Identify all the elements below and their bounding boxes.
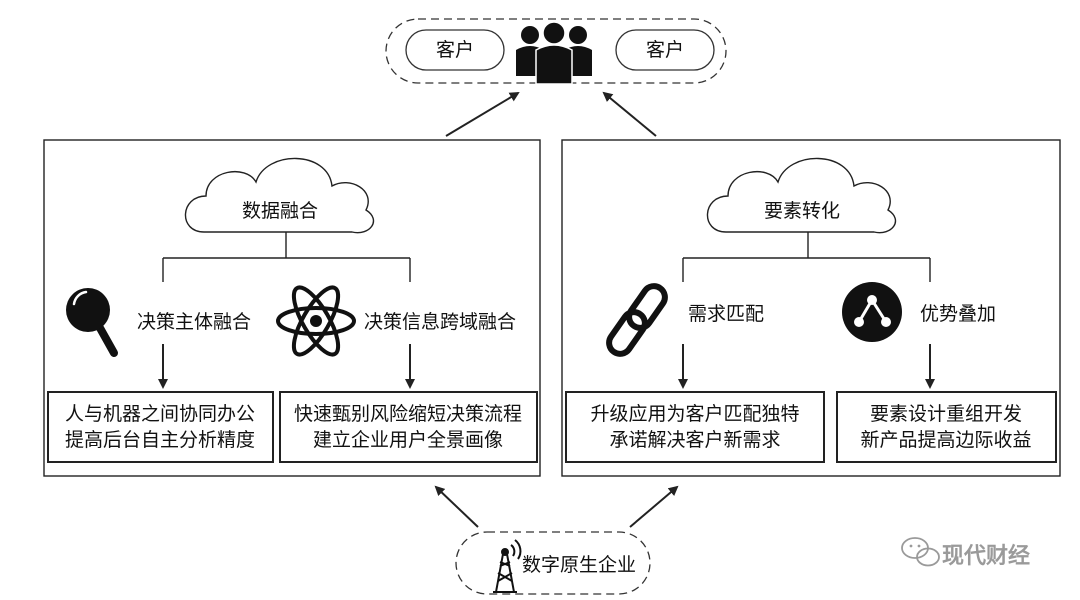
left-box2-line1: 快速甄别风险缩短决策流程 bbox=[293, 403, 523, 425]
chain-link-icon bbox=[606, 283, 668, 357]
atom-icon bbox=[276, 285, 356, 357]
signal-tower-icon bbox=[493, 539, 522, 593]
arrow-right-to-customers bbox=[602, 91, 657, 137]
customer-pill-right bbox=[615, 29, 715, 71]
arrow-enterprise-to-right bbox=[629, 485, 679, 528]
right-box1-text: 升级应用为客户匹配独特 承诺解决客户新需求 bbox=[590, 401, 799, 453]
wechat-icon bbox=[901, 537, 940, 567]
left-box1-line2: 提高后台自主分析精度 bbox=[64, 429, 256, 451]
left-cloud bbox=[184, 157, 375, 234]
enterprise-border bbox=[455, 531, 651, 595]
enterprise-label: 数字原生企业 bbox=[522, 554, 637, 576]
arrow-enterprise-to-left bbox=[434, 485, 479, 528]
right-box1 bbox=[565, 391, 825, 463]
users-group-icon bbox=[516, 21, 592, 85]
left-box2-text: 快速甄别风险缩短决策流程 建立企业用户全景画像 bbox=[294, 401, 522, 453]
left-box1-line1: 人与机器之间协同办公 bbox=[64, 403, 256, 425]
share-nodes-icon bbox=[842, 282, 902, 342]
right-box2-line1: 要素设计重组开发 bbox=[869, 403, 1023, 425]
right-branch1-label: 需求匹配 bbox=[688, 303, 765, 325]
magnifier-icon bbox=[66, 288, 118, 357]
right-box1-line1: 升级应用为客户匹配独特 bbox=[590, 403, 800, 425]
right-panel bbox=[561, 139, 1061, 477]
left-box1-text: 人与机器之间协同办公 提高后台自主分析精度 bbox=[65, 401, 255, 453]
right-box1-line2: 承诺解决客户新需求 bbox=[609, 429, 781, 451]
right-cloud bbox=[706, 157, 897, 234]
left-box1 bbox=[47, 391, 274, 463]
left-panel bbox=[43, 139, 541, 477]
customer-pill-left bbox=[405, 29, 505, 71]
left-branch2-label: 决策信息跨域融合 bbox=[364, 311, 517, 333]
right-box2-line2: 新产品提高边际收益 bbox=[860, 429, 1032, 451]
customer-label-left: 客户 bbox=[435, 39, 475, 61]
left-box2-line2: 建立企业用户全景画像 bbox=[312, 429, 504, 451]
right-cloud-label: 要素转化 bbox=[763, 200, 841, 222]
right-branch2-label: 优势叠加 bbox=[920, 303, 997, 325]
left-cloud-label: 数据融合 bbox=[241, 200, 319, 222]
customer-label-right: 客户 bbox=[645, 39, 685, 61]
watermark-text: 现代财经 bbox=[942, 544, 1031, 569]
left-branch1-label: 决策主体融合 bbox=[137, 311, 252, 333]
arrow-left-to-customers bbox=[445, 91, 520, 137]
right-box2 bbox=[836, 391, 1057, 463]
right-box2-text: 要素设计重组开发 新产品提高边际收益 bbox=[860, 401, 1031, 453]
left-box2 bbox=[279, 391, 538, 463]
